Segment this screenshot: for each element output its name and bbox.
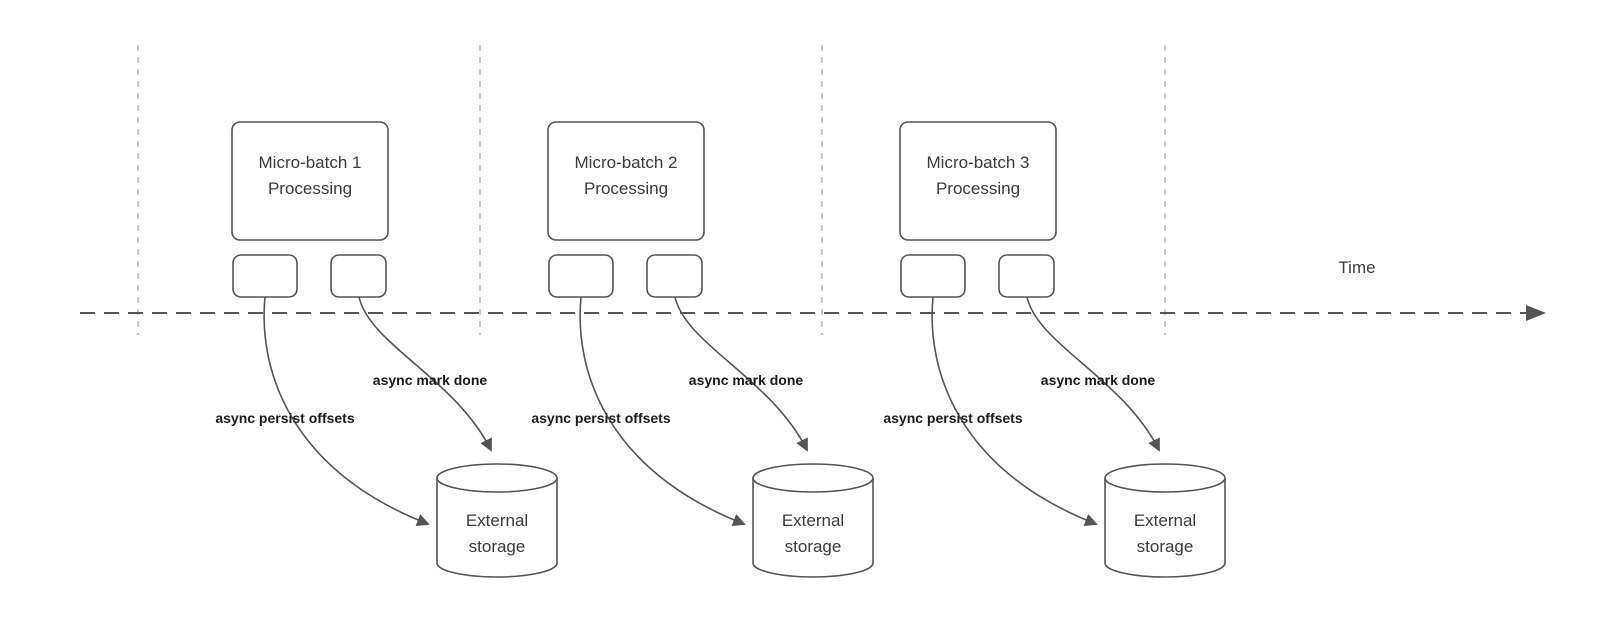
micro-batch-1-persist-offsets-arrow <box>263 296 430 526</box>
micro-batch-1-persist-offsets-label: async persist offsets <box>215 410 354 426</box>
micro-batch-3-persist-task-box <box>900 254 966 298</box>
time-axis: Time <box>80 258 1546 321</box>
micro-batch-2-mark-done-arrow <box>674 296 808 452</box>
micro-batch-1-storage-label-line1: External <box>466 511 528 530</box>
micro-batch-2-persist-task-box <box>548 254 614 298</box>
micro-batch-2-storage-cylinder-body <box>752 478 874 578</box>
time-axis-arrowhead-icon <box>1526 305 1546 321</box>
micro-batch-group-1: Micro-batch 1 Processing async persist o… <box>215 121 558 578</box>
micro-batch-1-storage-label-line2: storage <box>469 537 526 556</box>
micro-batch-1-mark-done-label: async mark done <box>373 372 488 388</box>
micro-batch-3-persist-offsets-label: async persist offsets <box>883 410 1022 426</box>
micro-batch-1-storage-cylinder-top <box>436 463 558 493</box>
micro-batch-3-title-line2: Processing <box>936 179 1020 198</box>
micro-batch-2-mark-done-label: async mark done <box>689 372 804 388</box>
micro-batch-1-title-line2: Processing <box>268 179 352 198</box>
micro-batch-2-mark-done-task-box <box>646 254 703 298</box>
micro-batch-2-title-line2: Processing <box>584 179 668 198</box>
micro-batch-1-mark-done-arrow <box>358 296 492 452</box>
micro-batch-3-storage-cylinder-body <box>1104 478 1226 578</box>
micro-batch-group-3: Micro-batch 3 Processing async persist o… <box>883 121 1226 578</box>
micro-batch-3-persist-offsets-arrow <box>931 296 1098 526</box>
micro-batch-2-storage-label-line1: External <box>782 511 844 530</box>
micro-batch-3-processing-box <box>899 121 1057 241</box>
micro-batch-1-title-line1: Micro-batch 1 <box>259 153 362 172</box>
micro-batch-3-storage-label-line2: storage <box>1137 537 1194 556</box>
micro-batch-2-storage-cylinder-top <box>752 463 874 493</box>
micro-batch-2-storage-label-line2: storage <box>785 537 842 556</box>
micro-batch-2-persist-offsets-arrow <box>579 296 746 526</box>
micro-batch-1-processing-box <box>231 121 389 241</box>
micro-batch-1-storage-cylinder-body <box>436 478 558 578</box>
micro-batch-1-persist-task-box <box>232 254 298 298</box>
time-axis-label: Time <box>1338 258 1375 277</box>
micro-batch-2-persist-offsets-label: async persist offsets <box>531 410 670 426</box>
micro-batch-3-mark-done-arrow <box>1026 296 1160 452</box>
micro-batch-2-processing-box <box>547 121 705 241</box>
micro-batch-3-title-line1: Micro-batch 3 <box>927 153 1030 172</box>
guide-lines <box>137 45 1166 335</box>
micro-batch-3-mark-done-label: async mark done <box>1041 372 1156 388</box>
micro-batch-3-storage-label-line1: External <box>1134 511 1196 530</box>
micro-batch-3-storage-cylinder-top <box>1104 463 1226 493</box>
micro-batch-3-mark-done-task-box <box>998 254 1055 298</box>
micro-batch-1-mark-done-task-box <box>330 254 387 298</box>
micro-batch-2-title-line1: Micro-batch 2 <box>575 153 678 172</box>
micro-batch-group-2: Micro-batch 2 Processing async persist o… <box>531 121 874 578</box>
